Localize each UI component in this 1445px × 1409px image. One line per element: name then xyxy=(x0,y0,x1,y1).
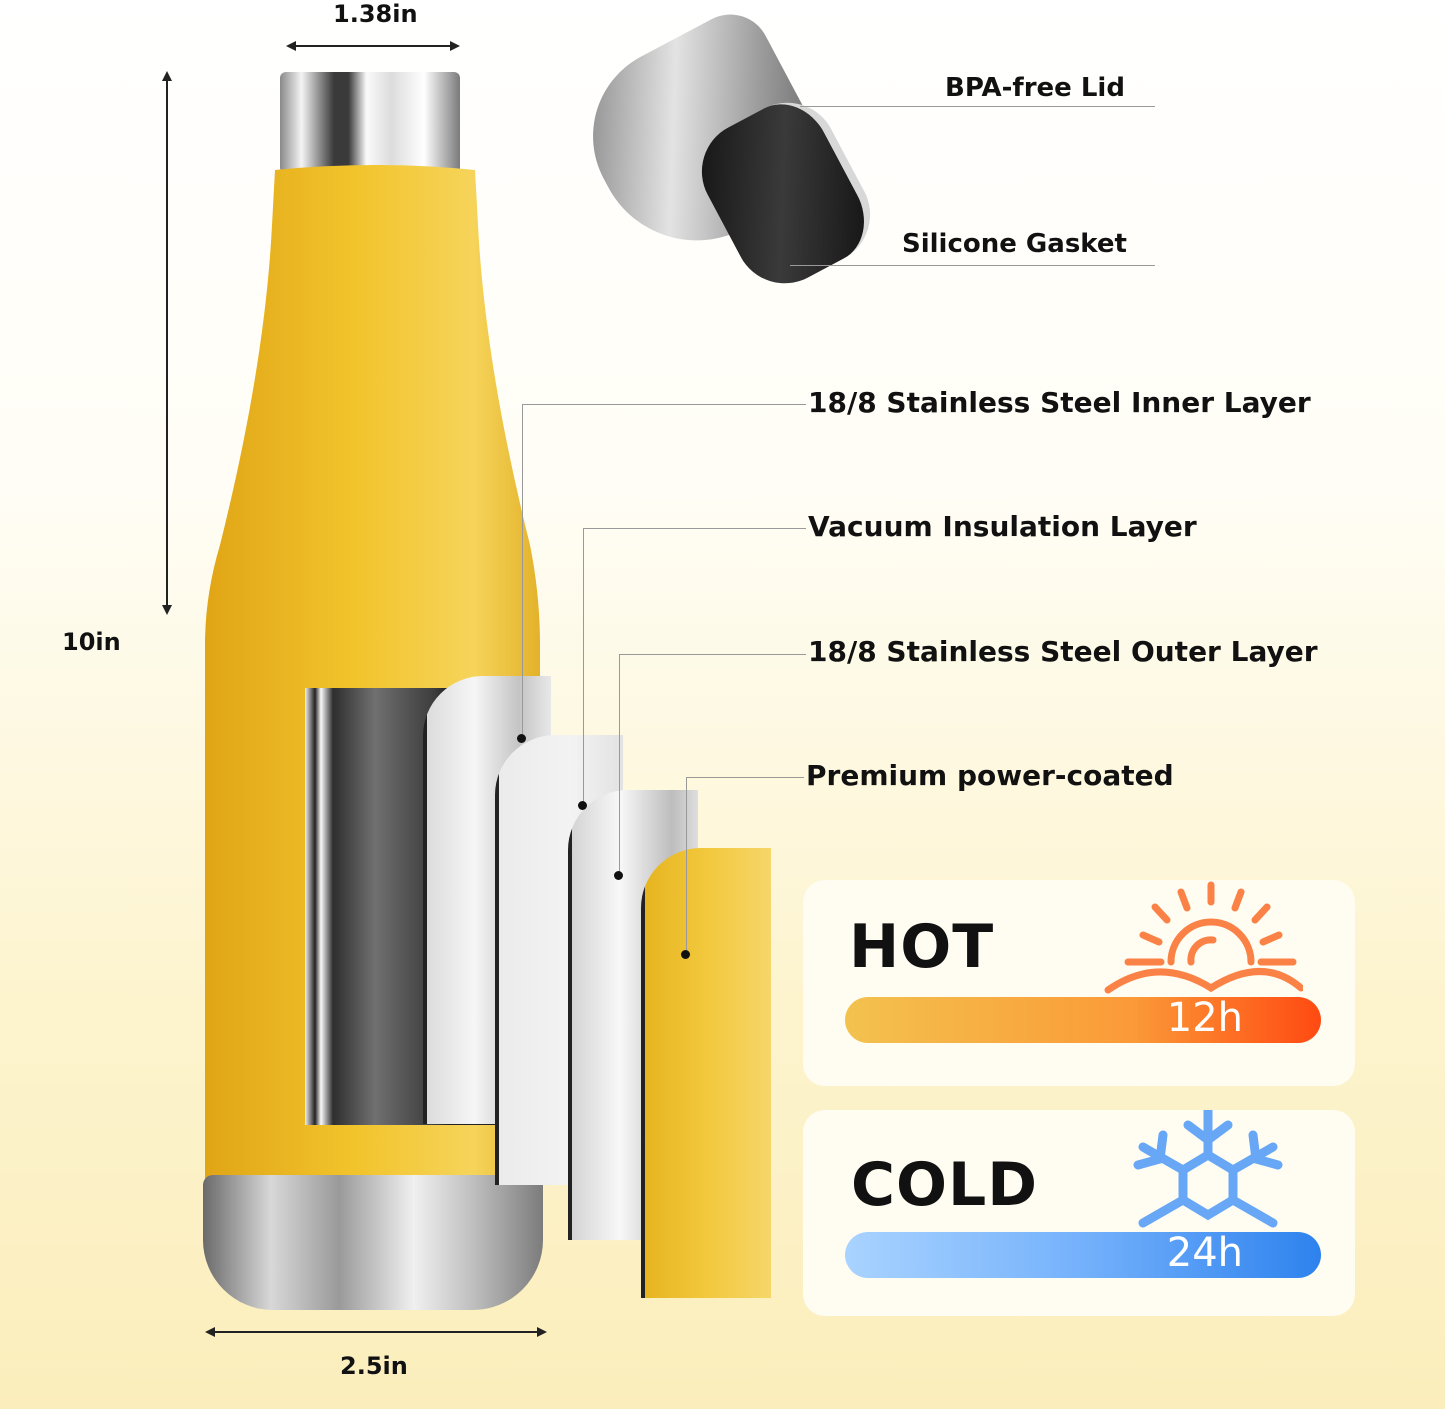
layer-powder-coat xyxy=(641,848,771,1298)
cold-duration-value: 24h xyxy=(1166,1230,1243,1276)
cold-duration-bar: 24h xyxy=(845,1230,1321,1278)
leader-line xyxy=(522,404,523,738)
callout-bpa-free-lid: BPA-free Lid xyxy=(945,73,1125,103)
leader-line xyxy=(800,106,1155,107)
height-label: 10in xyxy=(62,628,121,656)
callout-inner-layer: 18/8 Stainless Steel Inner Layer xyxy=(808,386,1311,419)
lid-illustration xyxy=(561,0,888,301)
leader-line xyxy=(583,528,806,529)
top-width-label: 1.38in xyxy=(333,0,418,28)
callout-silicone-gasket: Silicone Gasket xyxy=(902,229,1127,259)
top-width-arrow xyxy=(286,41,460,51)
sun-icon xyxy=(1104,881,1303,994)
leader-line xyxy=(619,654,620,874)
leader-dot xyxy=(614,871,623,880)
leader-line xyxy=(686,777,804,778)
cold-card: COLD 24h xyxy=(803,1110,1355,1316)
callout-vacuum-layer: Vacuum Insulation Layer xyxy=(808,510,1197,543)
leader-line xyxy=(619,654,806,655)
hot-card: HOT 12h xyxy=(803,880,1355,1086)
leader-dot xyxy=(578,801,587,810)
height-arrow xyxy=(162,71,172,615)
leader-dot xyxy=(517,734,526,743)
hot-title: HOT xyxy=(849,912,995,982)
leader-line xyxy=(686,777,687,952)
leader-line xyxy=(790,265,1155,266)
callout-powder-coat: Premium power-coated xyxy=(806,759,1174,792)
leader-dot xyxy=(681,950,690,959)
bottle-base-steel xyxy=(203,1175,543,1310)
hot-duration-value: 12h xyxy=(1166,995,1243,1041)
callout-outer-layer: 18/8 Stainless Steel Outer Layer xyxy=(808,635,1318,668)
bottle-neck-steel xyxy=(280,72,460,170)
leader-line xyxy=(522,404,806,405)
bottom-width-label: 2.5in xyxy=(340,1352,408,1380)
hot-duration-bar: 12h xyxy=(845,995,1321,1043)
leader-line xyxy=(583,528,584,806)
snowflake-icon xyxy=(1133,1110,1283,1228)
bottom-width-arrow xyxy=(205,1327,547,1337)
cold-title: COLD xyxy=(851,1150,1039,1220)
